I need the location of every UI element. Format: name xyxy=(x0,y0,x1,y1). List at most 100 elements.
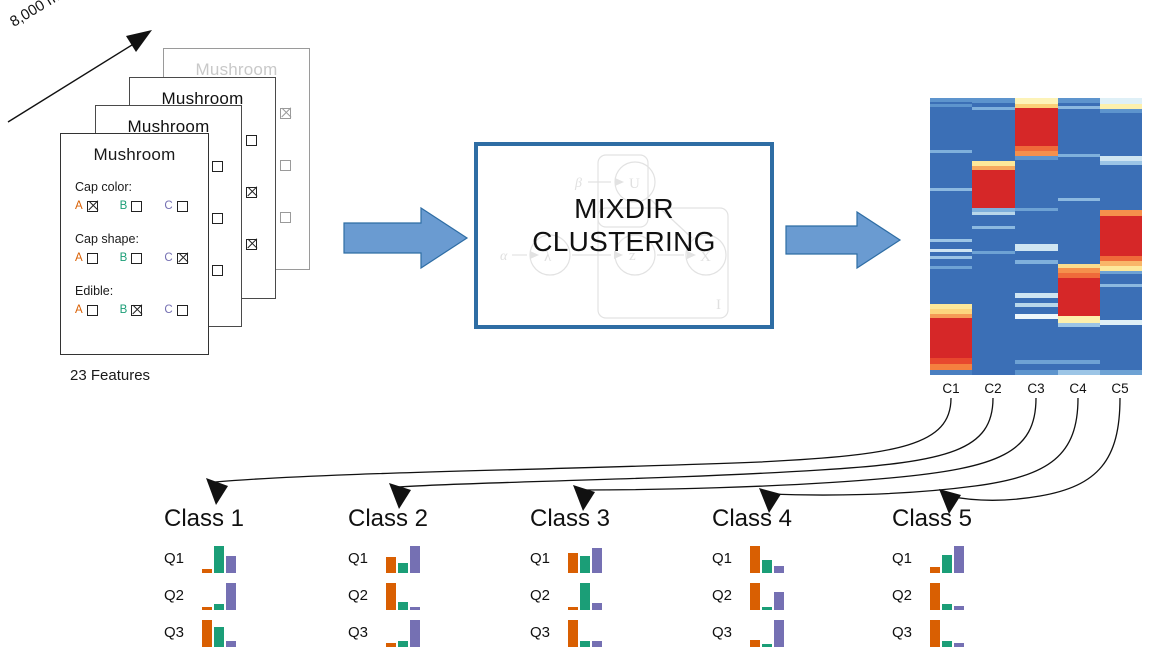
feature-options-edible: A B C xyxy=(75,304,188,316)
node-label-alpha: α xyxy=(500,249,508,264)
bar-series-c xyxy=(774,620,784,647)
heat-cell xyxy=(1058,98,1100,103)
heat-cell xyxy=(1100,284,1142,287)
node-label-x: X xyxy=(700,249,711,265)
mini-bar-chart xyxy=(930,582,966,610)
bar-series-c xyxy=(410,606,420,610)
heat-cell xyxy=(1015,303,1058,307)
heat-cell xyxy=(930,358,972,364)
heat-cell xyxy=(1058,278,1100,316)
card-title-back-1: Mushroom xyxy=(127,117,210,136)
class-title: Class 3 xyxy=(530,505,611,532)
input-data-stack: 8,000 mushrooms Mushroom C C C Mushroom … xyxy=(0,0,360,400)
mini-bar-chart xyxy=(930,619,966,647)
bar-series-b xyxy=(942,554,952,573)
mini-bar-chart xyxy=(568,582,604,610)
cluster-assignment-heatmap xyxy=(930,98,1142,375)
plate-label-i: I xyxy=(716,297,721,313)
mini-bar-chart xyxy=(202,545,238,573)
question-label: Q3 xyxy=(348,624,369,641)
heat-cell xyxy=(972,107,1015,110)
model-title-line1: MIXDIR xyxy=(574,193,674,224)
node-label-beta: β xyxy=(574,176,582,191)
heat-cell xyxy=(1015,260,1058,264)
bar-series-b xyxy=(214,546,224,573)
checkbox-unchecked[interactable] xyxy=(176,200,188,212)
heat-cell xyxy=(930,364,972,370)
heat-cell xyxy=(930,256,972,259)
mini-bar-chart xyxy=(750,545,786,573)
heat-cell xyxy=(1058,360,1100,364)
heat-cell xyxy=(972,226,1015,229)
bar-series-c xyxy=(592,602,602,610)
question-label: Q2 xyxy=(164,587,185,604)
bar-series-c xyxy=(410,620,420,647)
bar-series-b xyxy=(942,641,952,647)
bar-series-c xyxy=(410,546,420,573)
heat-cell xyxy=(1100,161,1142,165)
bar-series-a xyxy=(568,552,578,573)
stack-count-arrow xyxy=(7,30,152,123)
bar-series-b xyxy=(398,601,408,610)
bar-series-a xyxy=(930,566,940,573)
heatmap-column-label-c4: C4 xyxy=(1069,381,1087,396)
heat-cell xyxy=(1100,261,1142,266)
checkbox-checked[interactable] xyxy=(131,304,143,316)
question-label: Q3 xyxy=(164,624,185,641)
bar-series-c xyxy=(226,556,236,573)
mini-bar-chart xyxy=(750,582,786,610)
option-label: A xyxy=(75,304,83,316)
bar-series-b xyxy=(942,603,952,610)
bar-series-a xyxy=(750,583,760,610)
heat-cell xyxy=(1100,320,1142,325)
class-block-2: Class 2 Q1 Q2 Q3 xyxy=(348,505,518,647)
mini-bar-chart xyxy=(568,545,604,573)
bar-series-b xyxy=(762,559,772,573)
bar-series-b xyxy=(398,640,408,647)
heat-cell xyxy=(1015,104,1058,108)
bar-series-c xyxy=(226,583,236,610)
heat-cell xyxy=(1015,293,1058,298)
heat-cell xyxy=(1058,273,1100,278)
heat-cell xyxy=(1015,244,1058,251)
heat-cell xyxy=(972,251,1015,254)
mushroom-card-front: Mushroom Cap color: A B C Cap shape: A B… xyxy=(60,133,209,355)
checkbox-checked[interactable] xyxy=(176,252,188,264)
heat-cell xyxy=(930,304,972,309)
checkbox-unchecked[interactable] xyxy=(86,304,98,316)
heat-cell xyxy=(930,239,972,242)
heat-cell xyxy=(1100,370,1142,375)
heat-cell xyxy=(1100,266,1142,271)
heat-cell xyxy=(1015,360,1058,364)
heat-cell xyxy=(1100,98,1142,104)
heat-cell xyxy=(930,318,972,358)
bar-series-c xyxy=(226,641,236,647)
class-block-3: Class 3 Q1 Q2 Q3 xyxy=(530,505,700,647)
mini-bar-chart xyxy=(386,619,422,647)
heat-cell xyxy=(930,314,972,318)
option-label: C xyxy=(164,304,173,316)
question-label: Q3 xyxy=(892,624,913,641)
flow-arrow-2-icon xyxy=(785,210,902,270)
mini-bar-chart xyxy=(202,619,238,647)
heat-cell xyxy=(1058,106,1100,109)
heat-cell xyxy=(972,98,1015,103)
heat-cell xyxy=(1058,268,1100,273)
checkbox-checked[interactable] xyxy=(86,200,98,212)
mini-bar-chart xyxy=(386,582,422,610)
bar-series-a xyxy=(202,607,212,610)
heat-cell xyxy=(972,212,1015,215)
checkbox-unchecked[interactable] xyxy=(131,200,143,212)
checkbox-unchecked[interactable] xyxy=(176,304,188,316)
checkbox-unchecked[interactable] xyxy=(131,252,143,264)
heat-cell xyxy=(930,266,972,269)
heat-cell xyxy=(1100,271,1142,274)
bar-series-c xyxy=(954,643,964,647)
heat-cell xyxy=(1015,370,1058,375)
heat-cell xyxy=(1015,108,1058,146)
bar-series-c xyxy=(954,606,964,610)
heat-cell xyxy=(930,150,972,153)
checkbox-unchecked[interactable] xyxy=(86,252,98,264)
bar-series-b xyxy=(580,555,590,573)
heat-cell xyxy=(1100,210,1142,216)
